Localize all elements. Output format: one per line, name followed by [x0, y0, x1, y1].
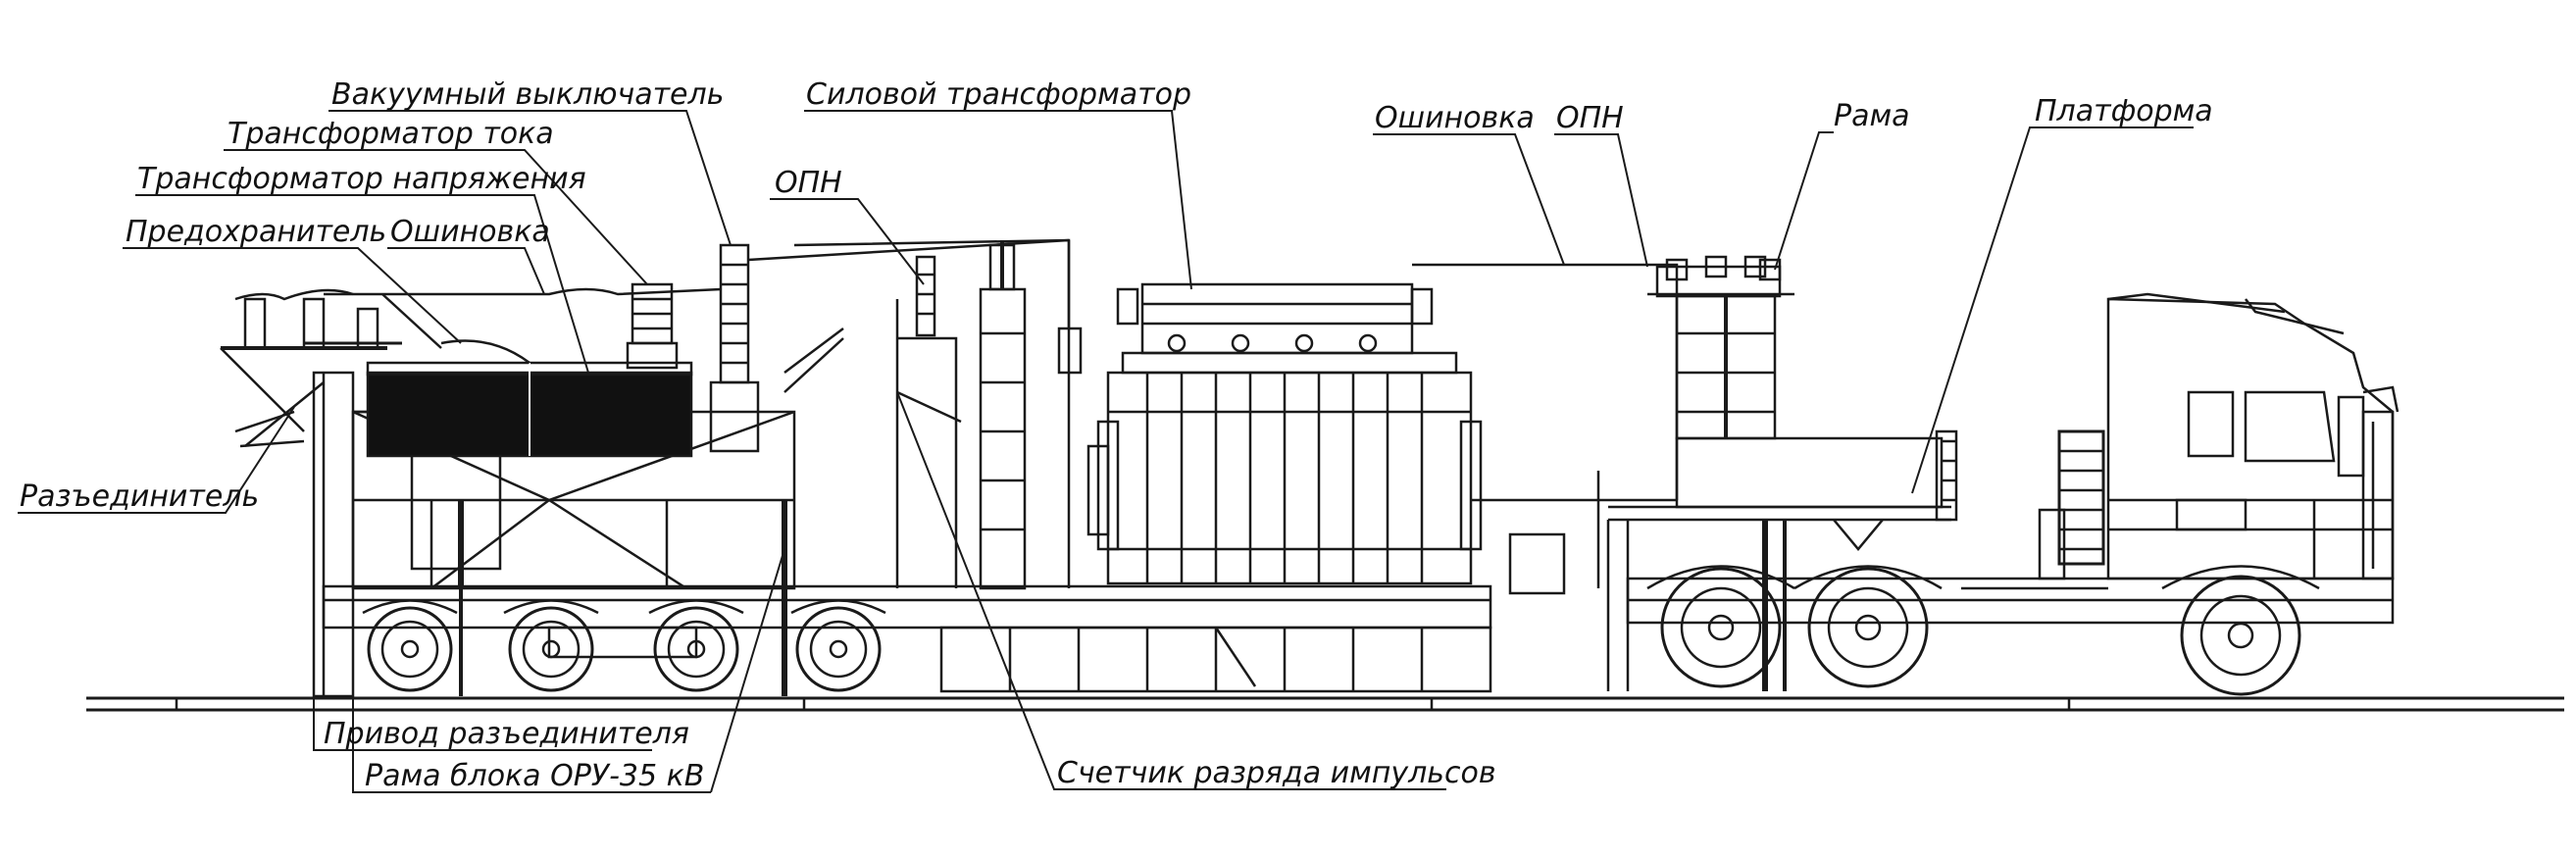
- current-transformer: [626, 282, 679, 370]
- busbar-left: [324, 287, 722, 365]
- right-surge-arresters: [1647, 255, 1794, 440]
- label-disconnector-drive: Привод разъединителя: [324, 717, 689, 751]
- label-busbar-left: Ошиновка: [390, 215, 550, 249]
- label-surge-arrester-left: ОПН: [775, 166, 842, 200]
- ground-line: [86, 696, 2564, 712]
- label-vacuum-breaker: Вакуумный выключатель: [331, 77, 724, 112]
- label-frame: Рама: [1834, 99, 1910, 133]
- label-disconnector: Разъединитель: [20, 479, 259, 514]
- surge-arrester-left: [895, 240, 1083, 590]
- platform: [1606, 429, 1958, 691]
- label-current-transformer: Трансформатор тока: [227, 117, 554, 151]
- label-power-transformer: Силовой трансформатор: [806, 77, 1191, 112]
- label-busbar-right: Ошиновка: [1375, 101, 1535, 135]
- tractor-truck: [1626, 292, 2399, 696]
- trailer-frame: [312, 371, 1492, 698]
- label-voltage-transformer: Трансформатор напряжения: [137, 162, 586, 196]
- leader-lines: [18, 110, 2194, 793]
- label-platform: Платформа: [2035, 94, 2213, 128]
- power-transformer: [1086, 282, 1483, 585]
- annotation-labels: Вакуумный выключатель Трансформатор тока…: [20, 77, 2213, 793]
- label-fuse: Предохранитель: [126, 215, 386, 249]
- vacuum-breaker: [709, 238, 1070, 453]
- disconnector-assembly: [220, 288, 442, 448]
- trailer-wheels: [362, 599, 886, 692]
- oru-block-frame: [351, 410, 796, 696]
- label-surge-counter: Счетчик разряда импульсов: [1057, 756, 1496, 790]
- label-oru-frame: Рама блока ОРУ-35 кВ: [365, 759, 704, 793]
- label-surge-arrester-right: ОПН: [1556, 101, 1624, 135]
- voltage-transformer-block: [353, 361, 693, 458]
